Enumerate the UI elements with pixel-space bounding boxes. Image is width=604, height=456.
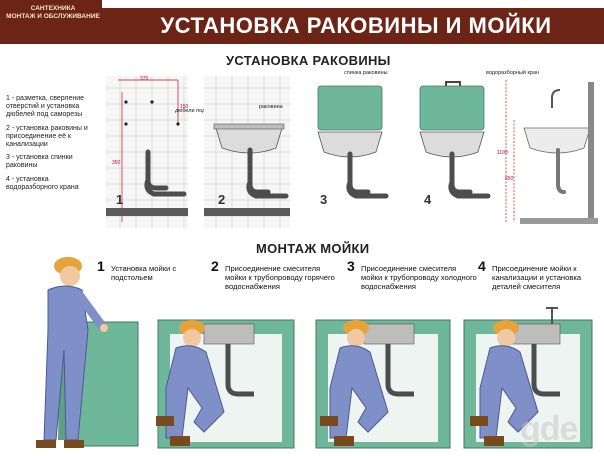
callout-faucet: водоразборный кран (486, 70, 540, 76)
sink-step-1-illustration (106, 76, 188, 228)
sink-installed-illustration (505, 80, 598, 224)
step-text: Присоединение смесителя мойки к трубопро… (361, 264, 477, 291)
wash-step-2-illustration (156, 319, 295, 449)
sink-step-2-illustration (204, 76, 290, 228)
panel-number: 2 (218, 192, 226, 207)
legend-item: 3 - установка спинки раковины (6, 154, 73, 170)
panel-number: 1 (116, 192, 124, 207)
dimension-label: 350 (112, 160, 121, 166)
category-label: САНТЕХНИКА МОНТАЖ И ОБСЛУЖИВАНИЕ (4, 5, 102, 21)
legend-item: 4 - установка водоразборного крана (6, 175, 79, 191)
dimension-label: 1100 (497, 150, 508, 156)
step-text: Присоединение смесителя мойки к трубопро… (225, 264, 335, 291)
callout-backplate: спинка раковины (344, 70, 388, 76)
category-line-2: МОНТАЖ И ОБСЛУЖИВАНИЕ (6, 13, 100, 20)
wash-step-4-illustration (463, 307, 593, 449)
callout-dowels: дюбели под саморезы (175, 108, 232, 114)
watermark-logo: gde (520, 410, 578, 448)
wash-step-3: 3 Присоединение смесителя мойки к трубоп… (347, 258, 477, 296)
sink-step-3-illustration (317, 85, 389, 199)
wash-step-4: 4 Присоединение мойки к канализации и ус… (478, 258, 602, 296)
step-text: Присоединение мойки к канализации и уста… (492, 264, 582, 291)
dimension-label: 850 (505, 176, 514, 182)
sink-section-title: УСТАНОВКА РАКОВИНЫ (226, 53, 391, 68)
step-text: Установка мойки с подстольем (111, 264, 177, 282)
page-title: УСТАНОВКА РАКОВИНЫ И МОЙКИ (160, 13, 552, 38)
wash-section-title: МОНТАЖ МОЙКИ (256, 241, 370, 256)
category-line-1: САНТЕХНИКА (30, 5, 76, 12)
step-number: 3 (347, 258, 355, 274)
callout-sink: раковина (259, 104, 283, 110)
dimension-label: 375 (140, 76, 149, 82)
wash-step-3-illustration (315, 319, 451, 449)
panel-number: 3 (320, 192, 328, 207)
sink-step-4-illustration (419, 81, 491, 199)
step-number: 4 (478, 258, 486, 274)
wash-step-1: 1 Установка мойки с подстольем (97, 258, 207, 286)
wash-step-1-illustration (36, 257, 139, 448)
sink-legend: 1 - разметка, сверление отверстий и уста… (6, 95, 102, 197)
wash-step-2: 2 Присоединение смесителя мойки к трубоп… (211, 258, 341, 296)
legend-item: 1 - разметка, сверление отверстий и уста… (6, 95, 85, 119)
legend-item: 2 - установка раковины и присоединение е… (6, 124, 88, 149)
header-strip (102, 0, 604, 8)
dimension-label: 150 (180, 104, 189, 110)
panel-number: 4 (424, 192, 432, 207)
step-number: 2 (211, 258, 219, 274)
step-number: 1 (97, 258, 105, 274)
